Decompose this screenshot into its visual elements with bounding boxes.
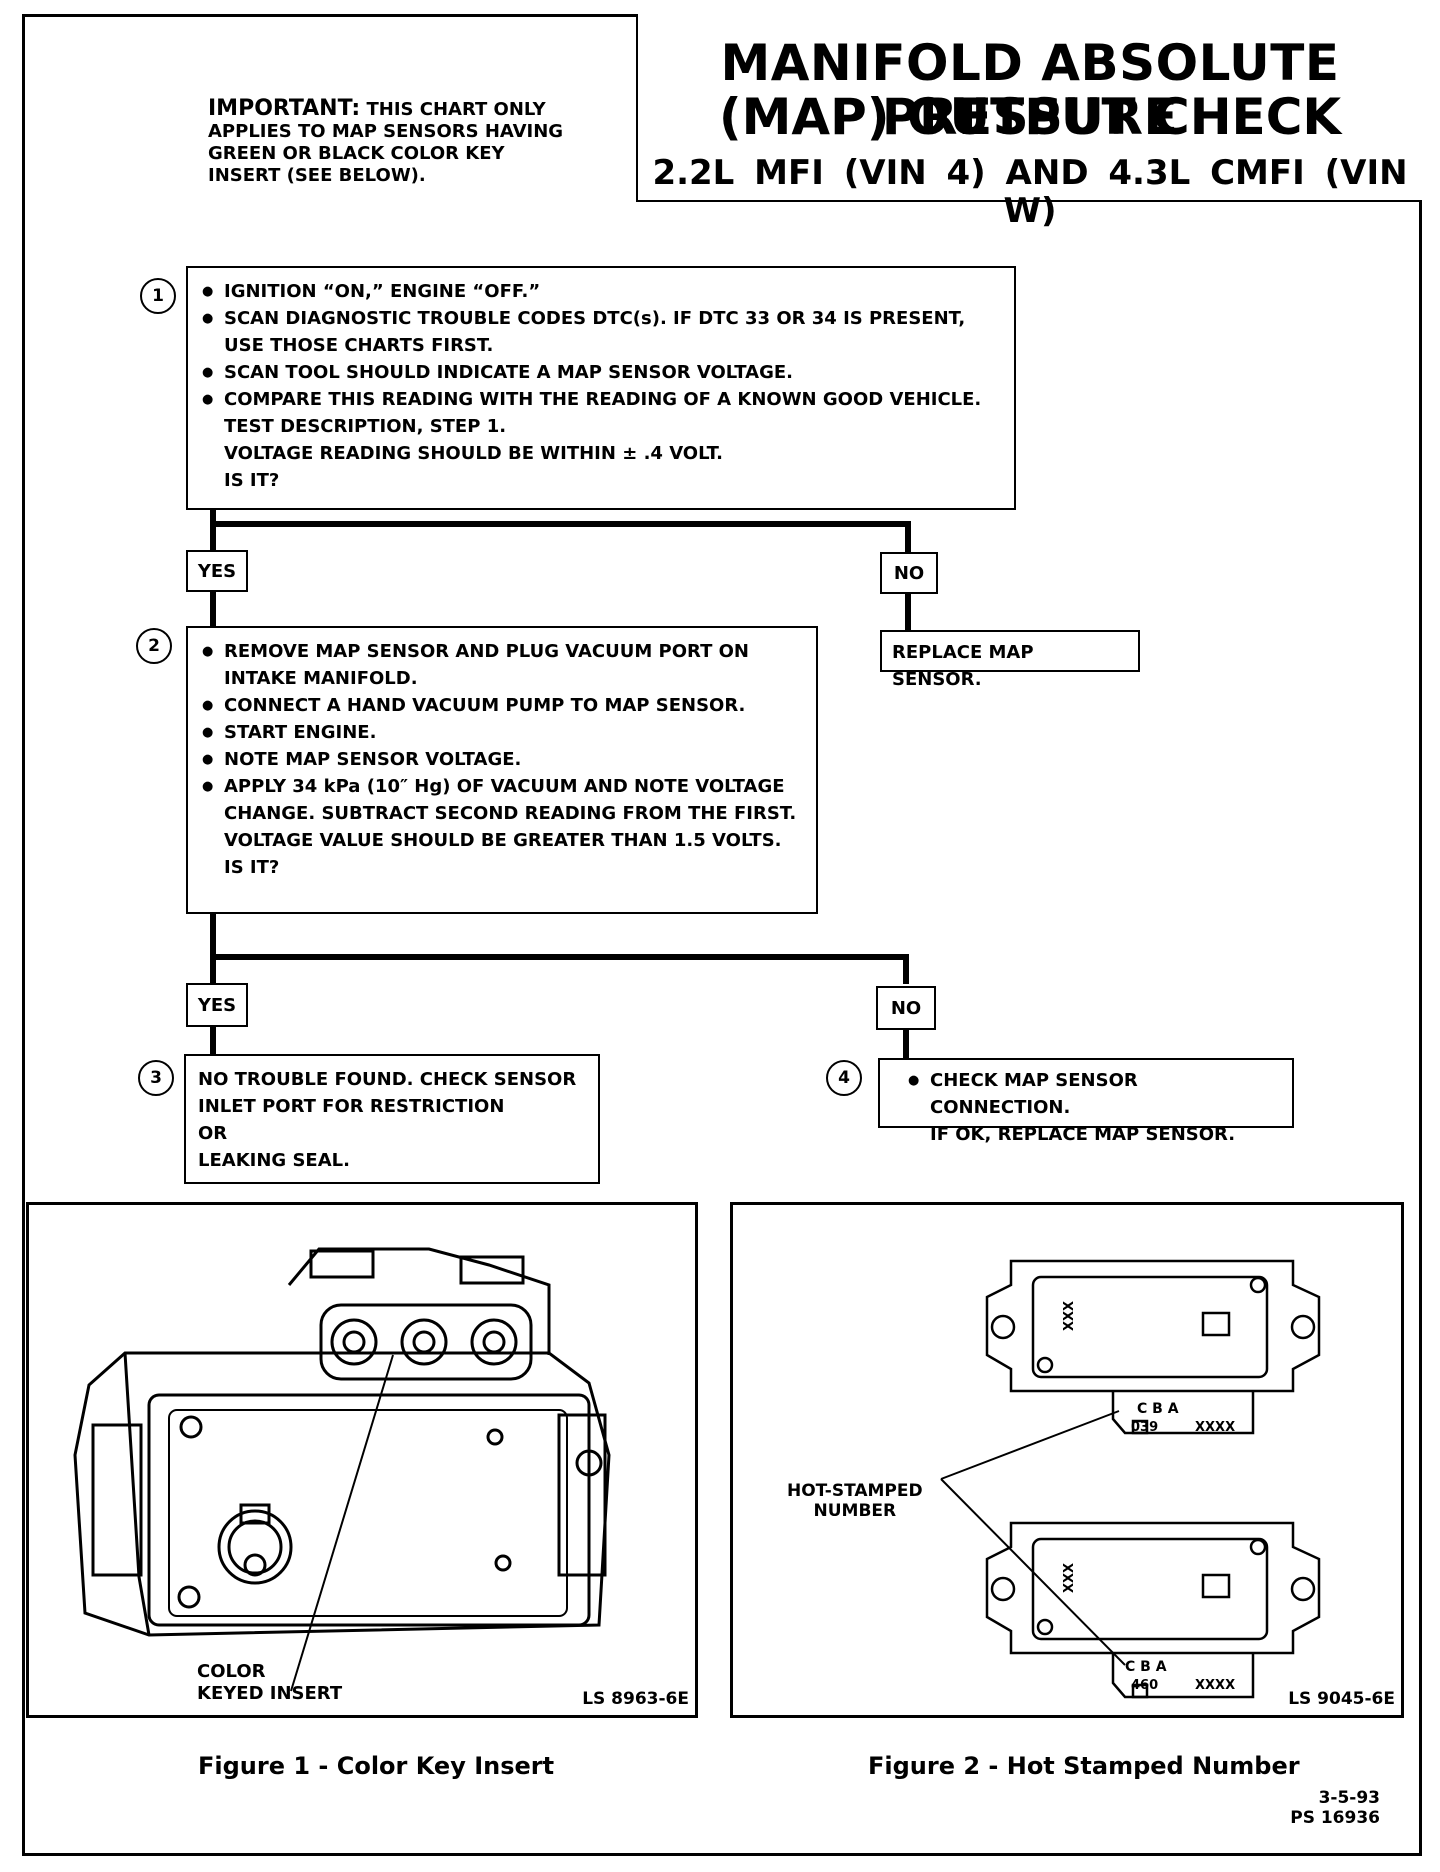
step-2-item: START ENGINE. xyxy=(202,719,802,746)
hot-stamped-number-callout: HOT-STAMPED NUMBER xyxy=(787,1481,923,1521)
step-3-line-2: INLET PORT FOR RESTRICTION xyxy=(198,1096,505,1117)
important-line-1: THIS CHART ONLY xyxy=(366,99,546,120)
step-2-yes-label: YES xyxy=(186,983,248,1027)
important-line-3: GREEN OR BLACK COLOR KEY xyxy=(208,143,505,164)
stamp-ps-number: PS 16936 xyxy=(1290,1808,1380,1828)
callout-line-1: COLOR xyxy=(197,1661,266,1682)
step-1-item: IGNITION “ON,” ENGINE “OFF.” xyxy=(202,278,1000,305)
stamp-date: 3-5-93 xyxy=(1318,1788,1380,1808)
step-1-item: SCAN DIAGNOSTIC TROUBLE CODES DTC(s). IF… xyxy=(202,305,1000,359)
callout-line-2: NUMBER xyxy=(813,1501,897,1521)
branch1-line xyxy=(210,510,911,552)
upper-pin-labels: C B A xyxy=(1137,1401,1179,1417)
important-line-4: INSERT (SEE BELOW). xyxy=(208,165,426,186)
step-3-number: 3 xyxy=(138,1060,174,1096)
lower-placeholder: XXXX xyxy=(1195,1678,1235,1693)
step-4-line-2: IF OK, REPLACE MAP SENSOR. xyxy=(930,1124,1236,1145)
step-2-criterion: VOLTAGE VALUE SHOULD BE GREATER THAN 1.5… xyxy=(224,830,782,851)
title-line-1: MANIFOLD ABSOLUTE PRESSURE xyxy=(720,34,1340,146)
step-1-no-label: NO xyxy=(880,552,938,594)
step-4-number: 4 xyxy=(826,1060,862,1096)
step-4-line-1: CHECK MAP SENSOR CONNECTION. xyxy=(908,1067,1282,1121)
step-1-item: COMPARE THIS READING WITH THE READING OF… xyxy=(202,386,1000,440)
step-2-item: NOTE MAP SENSOR VOLTAGE. xyxy=(202,746,802,773)
upper-placeholder: XXXX xyxy=(1195,1420,1235,1435)
lower-pin-labels: C B A xyxy=(1125,1659,1167,1675)
lower-side-mark: XXX xyxy=(1062,1563,1077,1593)
callout-line-2: KEYED INSERT xyxy=(197,1683,343,1704)
title-block: MANIFOLD ABSOLUTE PRESSURE (MAP) OUTPUT … xyxy=(636,14,1422,230)
callout-line-1: HOT-STAMPED xyxy=(787,1481,923,1501)
no-1-result: REPLACE MAP SENSOR. xyxy=(892,642,1034,690)
lower-hot-stamped-number: 460 xyxy=(1131,1678,1158,1693)
subtitle-engines: 2.2L MFI (VIN 4) AND 4.3L CMFI (VIN W) xyxy=(652,153,1408,231)
figure-1-frame: COLOR KEYED INSERT LS 8963-6E xyxy=(26,1202,698,1718)
step-1-yes-label: YES xyxy=(186,550,248,592)
step-3-line-4: LEAKING SEAL. xyxy=(198,1150,350,1171)
important-lead: IMPORTANT: xyxy=(208,96,361,121)
step-1-question: IS IT? xyxy=(224,470,280,491)
sensor-label-illustration: XXX C B A 039 XXXX XXX C B A 460 XXXX xyxy=(940,1259,1321,1699)
important-line-2: APPLIES TO MAP SENSORS HAVING xyxy=(208,121,564,142)
figure-1-code: LS 8963-6E xyxy=(582,1689,689,1709)
step-2-item: APPLY 34 kPa (10″ Hg) OF VACUUM AND NOTE… xyxy=(202,773,802,827)
step-4-box: CHECK MAP SENSOR CONNECTION. IF OK, REPL… xyxy=(878,1058,1294,1145)
step-1-box: IGNITION “ON,” ENGINE “OFF.” SCAN DIAGNO… xyxy=(186,266,1016,510)
upper-side-mark: XXX xyxy=(1062,1301,1077,1331)
step-1-number: 1 xyxy=(140,278,176,314)
step-2-item: CONNECT A HAND VACUUM PUMP TO MAP SENSOR… xyxy=(202,692,802,719)
step-1-criterion: VOLTAGE READING SHOULD BE WITHIN ± .4 VO… xyxy=(224,443,723,464)
figure-2-code: LS 9045-6E xyxy=(1288,1689,1395,1709)
important-note: IMPORTANT: THIS CHART ONLY APPLIES TO MA… xyxy=(208,98,588,187)
title-line-2: (MAP) OUTPUT CHECK xyxy=(718,88,1342,146)
step-2-box: REMOVE MAP SENSOR AND PLUG VACUUM PORT O… xyxy=(186,626,818,914)
step-2-no-label: NO xyxy=(876,986,936,1030)
document-stamp: 3-5-93 PS 16936 xyxy=(1290,1788,1380,1828)
figure-2-frame: XXX C B A 039 XXXX XXX C B A 460 XXXX HO… xyxy=(730,1202,1404,1718)
step-3-box: NO TROUBLE FOUND. CHECK SENSOR INLET POR… xyxy=(184,1054,600,1184)
step-2-item: REMOVE MAP SENSOR AND PLUG VACUUM PORT O… xyxy=(202,638,802,692)
step-3-line-3: OR xyxy=(198,1123,228,1144)
replace-map-sensor-box: REPLACE MAP SENSOR. xyxy=(880,630,1140,690)
figure-1-caption: Figure 1 - Color Key Insert xyxy=(198,1752,555,1780)
step-2-question: IS IT? xyxy=(224,857,280,878)
figure-2-caption: Figure 2 - Hot Stamped Number xyxy=(868,1752,1300,1780)
map-sensor-illustration xyxy=(73,1247,611,1692)
step-3-line-1: NO TROUBLE FOUND. CHECK SENSOR xyxy=(198,1069,577,1090)
upper-hot-stamped-number: 039 xyxy=(1131,1420,1158,1435)
step-2-number: 2 xyxy=(136,628,172,664)
step-1-item: SCAN TOOL SHOULD INDICATE A MAP SENSOR V… xyxy=(202,359,1000,386)
branch2-line xyxy=(210,914,909,984)
color-keyed-insert-callout: COLOR KEYED INSERT xyxy=(197,1661,342,1705)
